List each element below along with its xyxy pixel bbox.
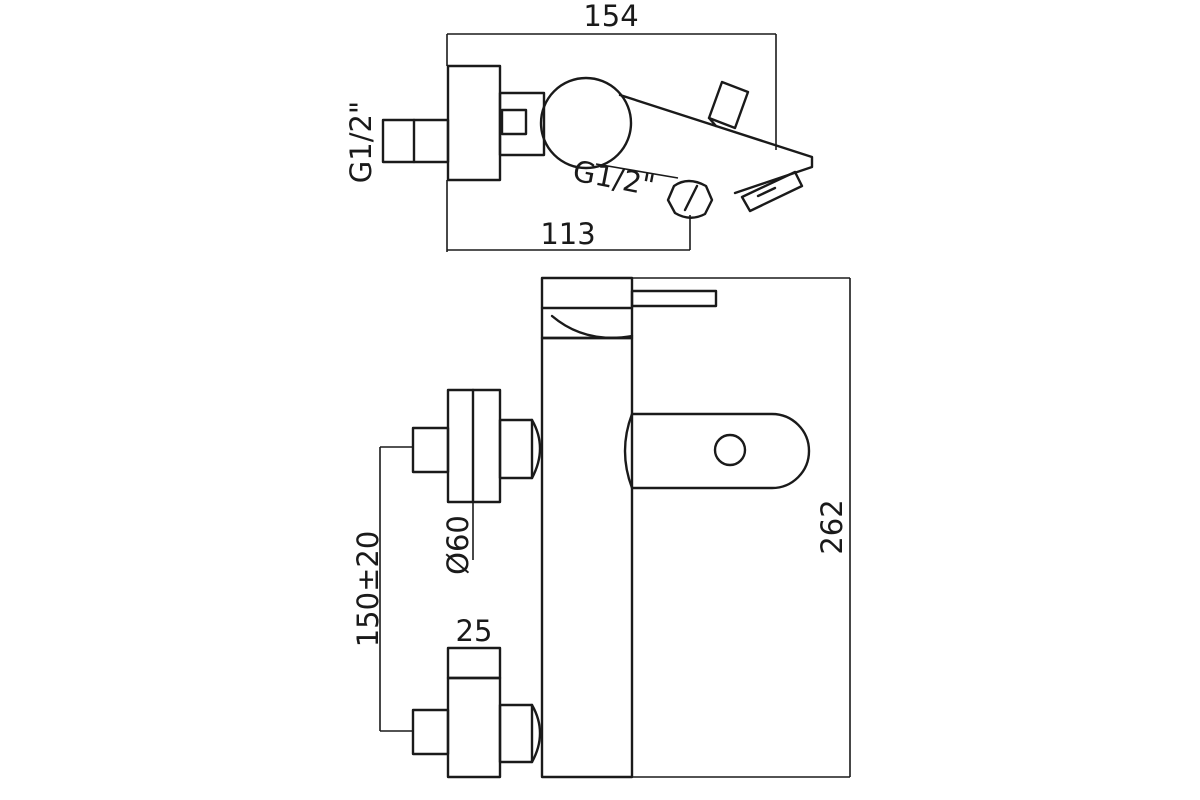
top-inlet-fitting	[381, 118, 450, 164]
thread-inlet-label: G1/2"	[344, 101, 378, 183]
top-shower-outlet	[666, 179, 714, 219]
side-diverter-knob	[713, 433, 747, 467]
side-column-body	[540, 336, 634, 779]
side-spout	[623, 412, 811, 490]
centers-distance-label: 150±20	[351, 531, 385, 648]
dimension-154: 154	[446, 0, 777, 150]
top-lever-handle	[707, 80, 750, 130]
dimension-113-label: 113	[540, 217, 595, 251]
diameter-label: Ø60	[441, 515, 475, 575]
lower-eccentric-fitting	[411, 646, 542, 779]
top-aerator	[740, 170, 804, 213]
dimension-262: 262	[632, 277, 851, 778]
top-wall-flange	[446, 64, 502, 182]
fitting-width-label: 25	[456, 614, 493, 648]
top-view: 154 G1/2" G1/2" 113	[344, 0, 814, 252]
dimension-113: 113	[446, 180, 691, 252]
thread-outlet-label: G1/2"	[570, 154, 657, 203]
dimension-centers: 150±20	[351, 446, 413, 732]
dimension-154-label: 154	[583, 0, 638, 33]
side-view: 262 Ø60 150±20 25	[351, 276, 851, 779]
top-mixer-body	[539, 76, 633, 170]
top-connector	[498, 91, 546, 157]
upper-eccentric-fitting	[411, 388, 542, 504]
dimension-262-label: 262	[815, 499, 849, 554]
side-lever-handle	[630, 289, 718, 308]
